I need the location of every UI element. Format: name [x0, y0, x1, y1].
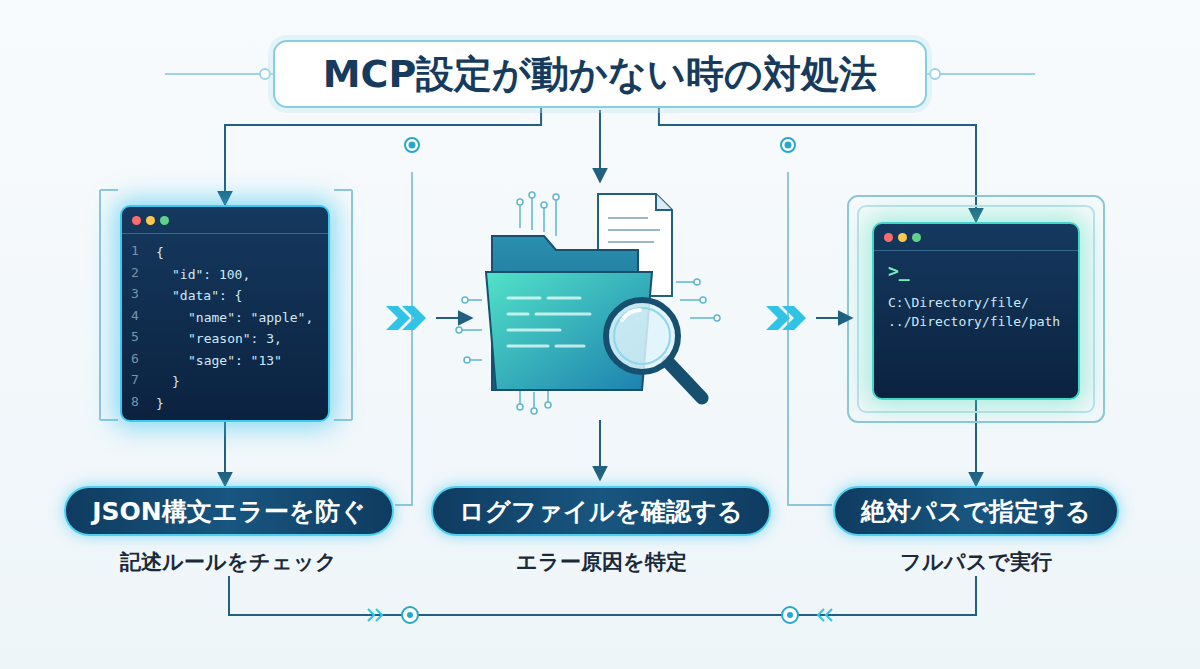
- diagram-title: MCP設定が動かない時の対処法: [323, 49, 878, 100]
- window-bar: [874, 250, 1078, 251]
- line-number: 6: [131, 349, 139, 369]
- step-heading: ログファイルを確認する: [459, 495, 743, 528]
- terminal-window: >_ C:\Directory/file/../Directory/file/pa…: [872, 222, 1080, 400]
- terminal-line: C:\Directory/file/: [888, 294, 1029, 312]
- step-pill: ログファイルを確認するエラー原因を特定: [431, 486, 771, 576]
- window-dot: [132, 216, 141, 225]
- circuit-traces: [456, 192, 720, 414]
- terminal-line: ../Directory/file/path: [888, 313, 1060, 331]
- window-dot: [160, 216, 169, 225]
- line-number: 1: [131, 241, 139, 261]
- line-number: 5: [131, 327, 139, 347]
- terminal-line: >_: [888, 260, 910, 282]
- step-note: エラー原因を特定: [516, 548, 687, 576]
- step-note: フルパスで実行: [900, 548, 1052, 576]
- line-number: 7: [131, 370, 139, 390]
- pill-shape: 絶対パスで指定する: [833, 486, 1119, 536]
- step-note: 記述ルールをチェック: [120, 548, 337, 576]
- folder-illustration: [486, 194, 702, 398]
- code-line: {: [156, 243, 164, 263]
- window-dot: [912, 233, 921, 242]
- line-number: 3: [131, 284, 139, 304]
- code-window: { "id": 100,"data": {"name": "apple","rea…: [120, 205, 330, 422]
- connector: [224, 422, 226, 487]
- code-line: }: [172, 372, 180, 392]
- pill-shape: JSON構文エラーを防ぐ: [64, 486, 393, 536]
- step-heading: JSON構文エラーを防ぐ: [92, 495, 365, 528]
- pill-shape: ログファイルを確認する: [431, 486, 771, 536]
- side-rails: [100, 172, 1104, 505]
- bottom-bus-marks: [368, 607, 832, 623]
- code-line: "id": 100,: [172, 265, 250, 285]
- connector: [229, 576, 976, 615]
- step-pill: 絶対パスで指定するフルパスで実行: [833, 486, 1119, 576]
- code-line: "reason": 3,: [188, 329, 282, 349]
- code-line: "sage": "13": [188, 351, 282, 371]
- code-line: "data": {: [172, 286, 242, 306]
- window-dot: [146, 216, 155, 225]
- title-box: MCP設定が動かない時の対処法: [273, 40, 928, 108]
- code-line: "name": "apple",: [188, 308, 313, 328]
- step-heading: 絶対パスで指定する: [861, 495, 1091, 528]
- line-number: 8: [131, 392, 139, 412]
- line-number: 2: [131, 263, 139, 283]
- step-pill: JSON構文エラーを防ぐ記述ルールをチェック: [64, 486, 393, 576]
- rail-nodes: [405, 138, 795, 152]
- window-dot: [884, 233, 893, 242]
- window-dot: [898, 233, 907, 242]
- connector: [659, 108, 976, 222]
- line-number: 4: [131, 306, 139, 326]
- window-bar: [122, 233, 328, 234]
- connector: [225, 108, 541, 205]
- code-line: }: [156, 394, 164, 414]
